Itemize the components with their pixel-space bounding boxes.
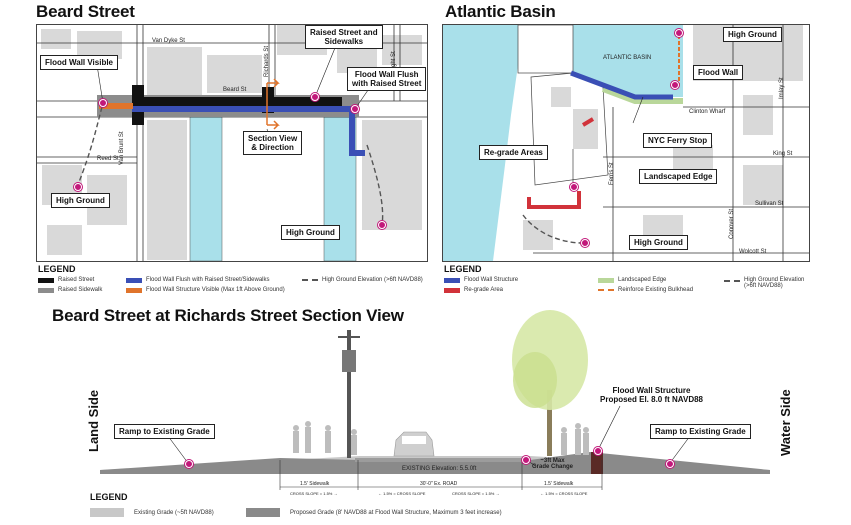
- callout-flood-wall-visible: Flood Wall Visible: [40, 55, 119, 70]
- street-richards: Richards St: [264, 45, 270, 77]
- section-title: Beard Street at Richards Street Section …: [52, 306, 404, 325]
- section-grade-change: ~3ft Max Grade Change: [532, 458, 574, 470]
- dim-sidewalk-right: 1.5' Sidewalk: [544, 481, 574, 487]
- section-callout-ramp-right: Ramp to Existing Grade: [650, 424, 751, 439]
- ab-legend-landscaped: Landscaped Edge: [598, 277, 666, 283]
- ab-callout-flood-wall: Flood Wall: [693, 65, 744, 80]
- ab-marker-high-ground-bottom: [581, 239, 589, 247]
- ab-legend-regrade: Re-grade Area: [444, 287, 503, 293]
- ab-callout-high-ground-top: High Ground: [723, 27, 782, 42]
- beard-legend-flood-wall-flush: Flood Wall Flush with Raised Street/Side…: [126, 277, 270, 283]
- section-marker-ramp-right: [666, 460, 674, 468]
- ab-marker-flood-wall: [671, 81, 679, 89]
- ab-label-imlay: Imlay St: [779, 77, 785, 99]
- ab-label-ferris: Ferris St: [609, 162, 615, 185]
- marker-flush: [351, 105, 359, 113]
- ab-label-basin: ATLANTIC BASIN: [603, 55, 652, 61]
- callout-high-ground-left: High Ground: [51, 193, 110, 208]
- dim-slope-right: ← 1.5% = CROSS SLOPE: [540, 491, 588, 496]
- dim-slope-road-right: CROSS SLOPE = 1.5% →: [452, 491, 500, 496]
- ab-legend-title: LEGEND: [444, 264, 482, 274]
- marker-raised-street: [311, 93, 319, 101]
- section-legend-proposed: Proposed Grade (8' NAVD88 at Flood Wall …: [246, 508, 502, 517]
- callout-raised-street: Raised Street and Sidewalks: [305, 25, 383, 49]
- ab-label-sullivan: Sullivan St: [755, 201, 784, 207]
- ab-legend-flood-wall: Flood Wall Structure: [444, 277, 518, 283]
- marker-flood-wall-visible: [99, 99, 107, 107]
- beard-street-map-graphic: [37, 25, 427, 261]
- section-callout-flood-wall: Flood Wall Structure Proposed El. 8.0 ft…: [600, 386, 703, 404]
- ab-callout-landscaped: Landscaped Edge: [639, 169, 718, 184]
- beard-street-title: Beard Street: [36, 2, 135, 21]
- ab-label-clinton-wharf: Clinton Wharf: [689, 109, 726, 115]
- section-legend-existing: Existing Grade (~5ft NAVD88): [90, 508, 214, 517]
- ab-legend-bulkhead: Reinforce Existing Bulkhead: [598, 287, 693, 293]
- street-van-dyke: Van Dyke St: [152, 38, 185, 44]
- section-marker-grade-change: [522, 456, 530, 464]
- callout-high-ground-right: High Ground: [281, 225, 340, 240]
- section-marker-ramp-left: [185, 460, 193, 468]
- callout-flush: Flood Wall Flush with Raised Street: [347, 67, 427, 91]
- atlantic-basin-map-graphic: [443, 25, 809, 261]
- beard-legend-raised-street: Raised Street: [38, 277, 94, 283]
- marker-high-ground-left: [74, 183, 82, 191]
- section-marker-flood-wall: [594, 447, 602, 455]
- callout-section-view: Section View & Direction: [243, 131, 303, 155]
- ab-marker-high-ground-top: [675, 29, 683, 37]
- ab-label-wolcott: Wolcott St: [739, 249, 767, 255]
- ab-callout-ferry: NYC Ferry Stop: [643, 133, 713, 148]
- beard-legend-title: LEGEND: [38, 264, 76, 274]
- section-legend-title: LEGEND: [90, 492, 128, 502]
- beard-street-map: Van Dyke St Beard St Reed St Van Brunt S…: [36, 24, 428, 262]
- beard-legend-raised-sidewalk: Raised Sidewalk: [38, 287, 102, 293]
- dim-sidewalk-left: 1.5' Sidewalk: [300, 481, 330, 487]
- dim-road: 30'-0" Ex. ROAD: [420, 481, 458, 487]
- ab-marker-regrade: [570, 183, 578, 191]
- water-side-label: Water Side: [778, 389, 793, 456]
- atlantic-basin-map: ATLANTIC BASIN Clinton Wharf King St Sul…: [442, 24, 810, 262]
- beard-legend-flood-wall-visible: Flood Wall Structure Visible (Max 1ft Ab…: [126, 287, 285, 293]
- section-callout-ramp-left: Ramp to Existing Grade: [114, 424, 215, 439]
- ab-label-conover: Conover St: [729, 208, 735, 239]
- ab-callout-high-ground-bottom: High Ground: [629, 235, 688, 250]
- street-reed: Reed St: [97, 156, 119, 162]
- dim-slope-road-left: ← 1.5% = CROSS SLOPE: [378, 491, 426, 496]
- marker-high-ground-right: [378, 221, 386, 229]
- ab-label-king: King St: [773, 151, 793, 157]
- land-side-label: Land Side: [86, 389, 101, 452]
- atlantic-basin-title: Atlantic Basin: [445, 2, 556, 21]
- dim-slope-left: CROSS SLOPE = 1.5% →: [290, 491, 338, 496]
- ab-callout-regrade: Re-grade Areas: [479, 145, 548, 160]
- section-existing-elevation: EXISTING Elevation: 5.5.0ft: [402, 466, 477, 472]
- street-van-brunt: Van Brunt St: [119, 131, 125, 165]
- ab-legend-high-ground: High Ground Elevation (>6ft NAVD88): [724, 277, 804, 289]
- street-beard: Beard St: [223, 87, 247, 93]
- beard-legend-high-ground: High Ground Elevation (>6ft NAVD88): [302, 277, 423, 283]
